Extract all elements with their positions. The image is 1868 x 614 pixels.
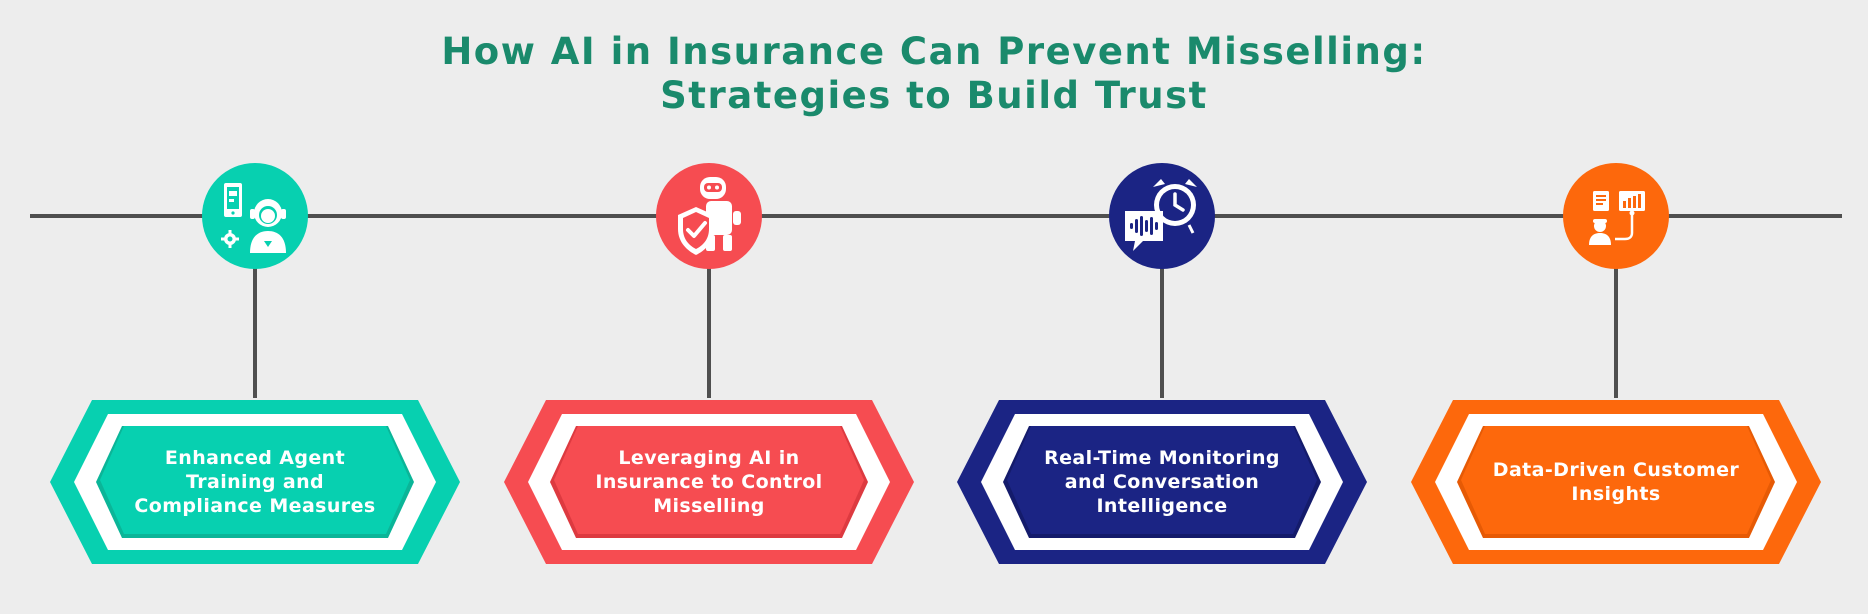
step-node-2 <box>656 163 762 269</box>
connector-line <box>253 266 257 398</box>
step-node-3 <box>1109 163 1215 269</box>
connector-line <box>707 266 711 398</box>
step-card-4: Data-Driven Customer Insights <box>1411 396 1821 568</box>
step-card-3: Real-Time Monitoring and Conversation In… <box>957 396 1367 568</box>
connector-line <box>1614 266 1618 398</box>
step-label-2: Leveraging AI in Insurance to Control Mi… <box>595 447 823 517</box>
step-label-3: Real-Time Monitoring and Conversation In… <box>1044 447 1280 517</box>
page-title-line-1: How AI in Insurance Can Prevent Misselli… <box>441 30 1427 73</box>
step-label-4: Data-Driven Customer Insights <box>1492 459 1740 505</box>
step-card-2: Leveraging AI in Insurance to Control Mi… <box>504 396 914 568</box>
step-node-4 <box>1563 163 1669 269</box>
robot-shield-icon <box>656 163 762 269</box>
step-label-1: Enhanced Agent Training and Compliance M… <box>134 447 376 517</box>
timeline-line <box>30 214 1842 218</box>
connector-line <box>1160 266 1164 398</box>
step-node-1 <box>202 163 308 269</box>
page-title-line-2: Strategies to Build Trust <box>660 74 1208 117</box>
analytics-report-icon <box>1563 163 1669 269</box>
customer-support-agent-icon <box>202 163 308 269</box>
step-card-1: Enhanced Agent Training and Compliance M… <box>50 396 460 568</box>
voice-chat-clock-icon <box>1109 163 1215 269</box>
